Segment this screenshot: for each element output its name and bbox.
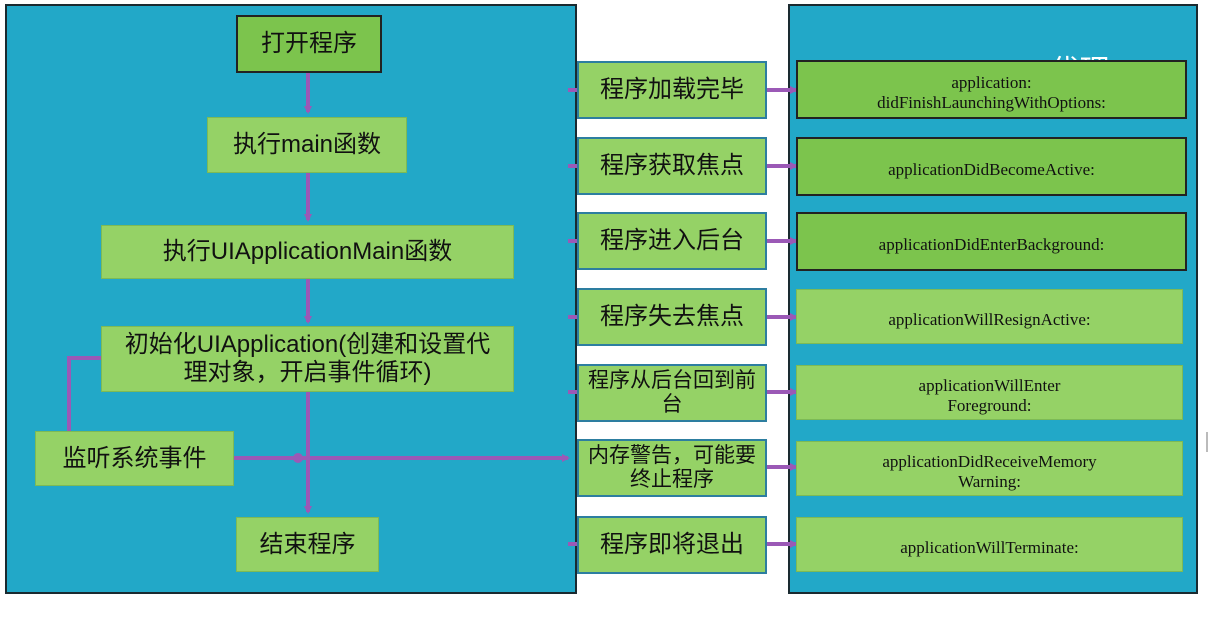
open-program-box: 打开程序	[236, 15, 382, 73]
listen-events-box: 监听系统事件	[35, 431, 234, 486]
exec-main-label: 执行main函数	[232, 131, 382, 159]
delegate-label-line2: Foreground:	[947, 395, 1032, 415]
event-box-enter-background: 程序进入后台	[577, 212, 767, 270]
init-uiapp-label-line1: 初始化UIApplication(创建和设置代	[124, 331, 491, 359]
listen-events-label: 监听系统事件	[62, 444, 207, 472]
delegate-will-enter-foreground: applicationWillEnter Foreground:	[796, 365, 1183, 420]
event-label-line2: 台	[661, 393, 683, 416]
edge-mark	[1206, 432, 1208, 452]
end-program-box: 结束程序	[236, 517, 379, 572]
end-program-label: 结束程序	[259, 530, 356, 558]
event-label-line1: 程序从后台回到前	[588, 368, 756, 392]
delegate-label: applicationWillTerminate:	[900, 537, 1079, 557]
event-box-finish-launch: 程序加载完毕	[577, 61, 767, 119]
delegate-will-resign-active: applicationWillResignActive:	[796, 289, 1183, 344]
event-box-enter-foreground: 程序从后台回到前 台	[577, 364, 767, 422]
init-uiapp-label-line2: 理对象，开启事件循环)	[183, 359, 432, 386]
event-label-line1: 内存警告，可能要	[588, 443, 756, 467]
event-label: 程序获取焦点	[600, 152, 744, 180]
delegate-label-line1: application:	[951, 72, 1032, 92]
delegate-will-terminate: applicationWillTerminate:	[796, 517, 1183, 572]
delegate-label-line1: applicationDidReceiveMemory	[882, 451, 1097, 471]
delegate-label-line2: Warning:	[958, 471, 1021, 491]
app-lifecycle-panel	[5, 4, 577, 594]
delegate-did-finish-launching: application: didFinishLaunchingWithOptio…	[796, 60, 1187, 119]
delegate-did-receive-memory-warning: applicationDidReceiveMemory Warning:	[796, 441, 1183, 496]
event-box-will-terminate: 程序即将退出	[577, 516, 767, 574]
event-label: 程序加载完毕	[600, 76, 744, 104]
event-label: 程序进入后台	[600, 227, 744, 255]
exec-main-box: 执行main函数	[207, 117, 407, 173]
delegate-label: applicationDidEnterBackground:	[878, 234, 1105, 254]
event-label: 程序即将退出	[600, 531, 744, 559]
delegate-label: applicationDidBecomeActive:	[888, 159, 1095, 179]
event-label-line2: 终止程序	[630, 468, 714, 491]
init-uiapp-box: 初始化UIApplication(创建和设置代 理对象，开启事件循环)	[101, 326, 514, 392]
exec-uiapp-main-label: 执行UIApplicationMain函数	[162, 238, 453, 266]
delegate-label: applicationWillResignActive:	[888, 309, 1091, 329]
event-box-resign-active: 程序失去焦点	[577, 288, 767, 346]
event-box-become-active: 程序获取焦点	[577, 137, 767, 195]
event-box-memory-warning: 内存警告，可能要 终止程序	[577, 439, 767, 497]
exec-uiapp-main-box: 执行UIApplicationMain函数	[101, 225, 514, 279]
delegate-label-line2: didFinishLaunchingWithOptions:	[877, 92, 1106, 112]
event-label: 程序失去焦点	[600, 303, 744, 331]
open-program-label: 打开程序	[261, 30, 357, 58]
delegate-did-become-active: applicationDidBecomeActive:	[796, 137, 1187, 196]
delegate-did-enter-background: applicationDidEnterBackground:	[796, 212, 1187, 271]
delegate-label-line1: applicationWillEnter	[918, 375, 1061, 395]
